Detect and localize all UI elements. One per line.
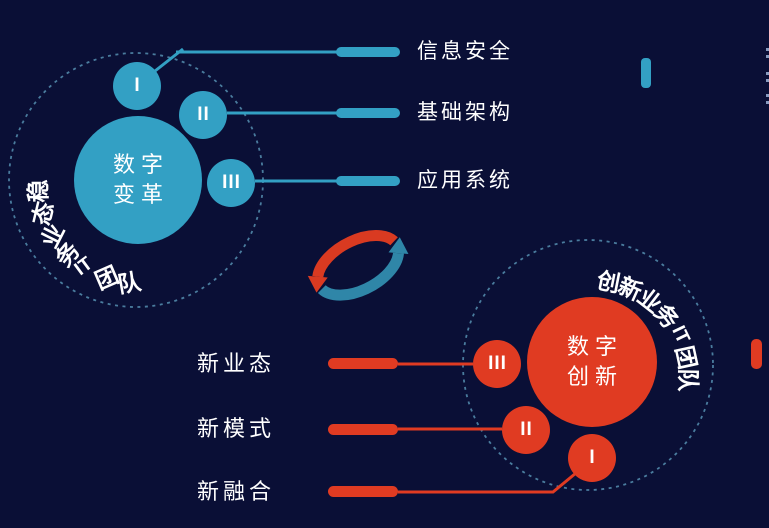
label-bar-infrastructure xyxy=(336,108,400,118)
branch-label-new-business: 新业态 xyxy=(197,351,276,376)
cycle-arrow-red-arc xyxy=(312,230,398,278)
label-bar-new-fusion xyxy=(328,486,398,497)
branch-label-new-model: 新模式 xyxy=(197,416,276,441)
red-accent-tab xyxy=(751,339,762,369)
stable-sub-circle-2-numeral: II xyxy=(197,104,210,125)
stable-sub-circle-3-numeral: III xyxy=(222,172,241,193)
stable-sub-circle-3[interactable]: III xyxy=(207,159,255,207)
label-bar-info-security xyxy=(336,47,400,57)
clipped-edge-fragments xyxy=(766,48,769,104)
arc-char: 稳 xyxy=(24,179,51,203)
innovation-sub-circle-2[interactable]: II xyxy=(502,406,550,454)
cycle-arrow-teal-arc xyxy=(317,252,404,301)
stable-team-main-circle[interactable]: 数字 变革 xyxy=(74,116,202,244)
label-bar-new-model xyxy=(328,424,398,435)
stable-team-title-line1: 数字 xyxy=(112,152,169,177)
innovation-sub-circle-1-numeral: I xyxy=(589,447,596,468)
branch-label-infrastructure: 基础架构 xyxy=(417,101,513,124)
cycle-arrows-icon xyxy=(307,230,409,301)
innovation-sub-circle-2-numeral: II xyxy=(520,419,533,440)
branch-label-info-security: 信息安全 xyxy=(417,40,513,63)
branch-label-application-system: 应用系统 xyxy=(417,169,513,192)
teal-accent-tab xyxy=(641,58,651,88)
innovation-sub-circle-3[interactable]: III xyxy=(473,340,521,388)
innovation-team-main-circle[interactable]: 数字 创新 xyxy=(527,297,657,427)
cycle-arrow-teal-head xyxy=(388,237,409,255)
innovation-team-title-line1: 数字 xyxy=(566,334,623,359)
stable-team-title-line2: 变革 xyxy=(112,182,169,207)
label-bar-new-business xyxy=(328,358,398,369)
connector-line-new-fusion xyxy=(398,471,577,494)
label-bar-application-system xyxy=(336,176,400,186)
stable-sub-circle-2[interactable]: II xyxy=(179,91,227,139)
stable-sub-circle-1-numeral: I xyxy=(134,75,141,96)
innovation-team-title-line2: 创新 xyxy=(566,364,623,389)
innovation-sub-circle-3-numeral: III xyxy=(488,353,507,374)
innovation-sub-circle-1[interactable]: I xyxy=(568,434,616,482)
cycle-arrow-red-head xyxy=(307,275,328,293)
stable-sub-circle-1[interactable]: I xyxy=(113,62,161,110)
arc-char: 队 xyxy=(674,367,702,392)
branch-label-new-fusion: 新融合 xyxy=(197,479,276,504)
